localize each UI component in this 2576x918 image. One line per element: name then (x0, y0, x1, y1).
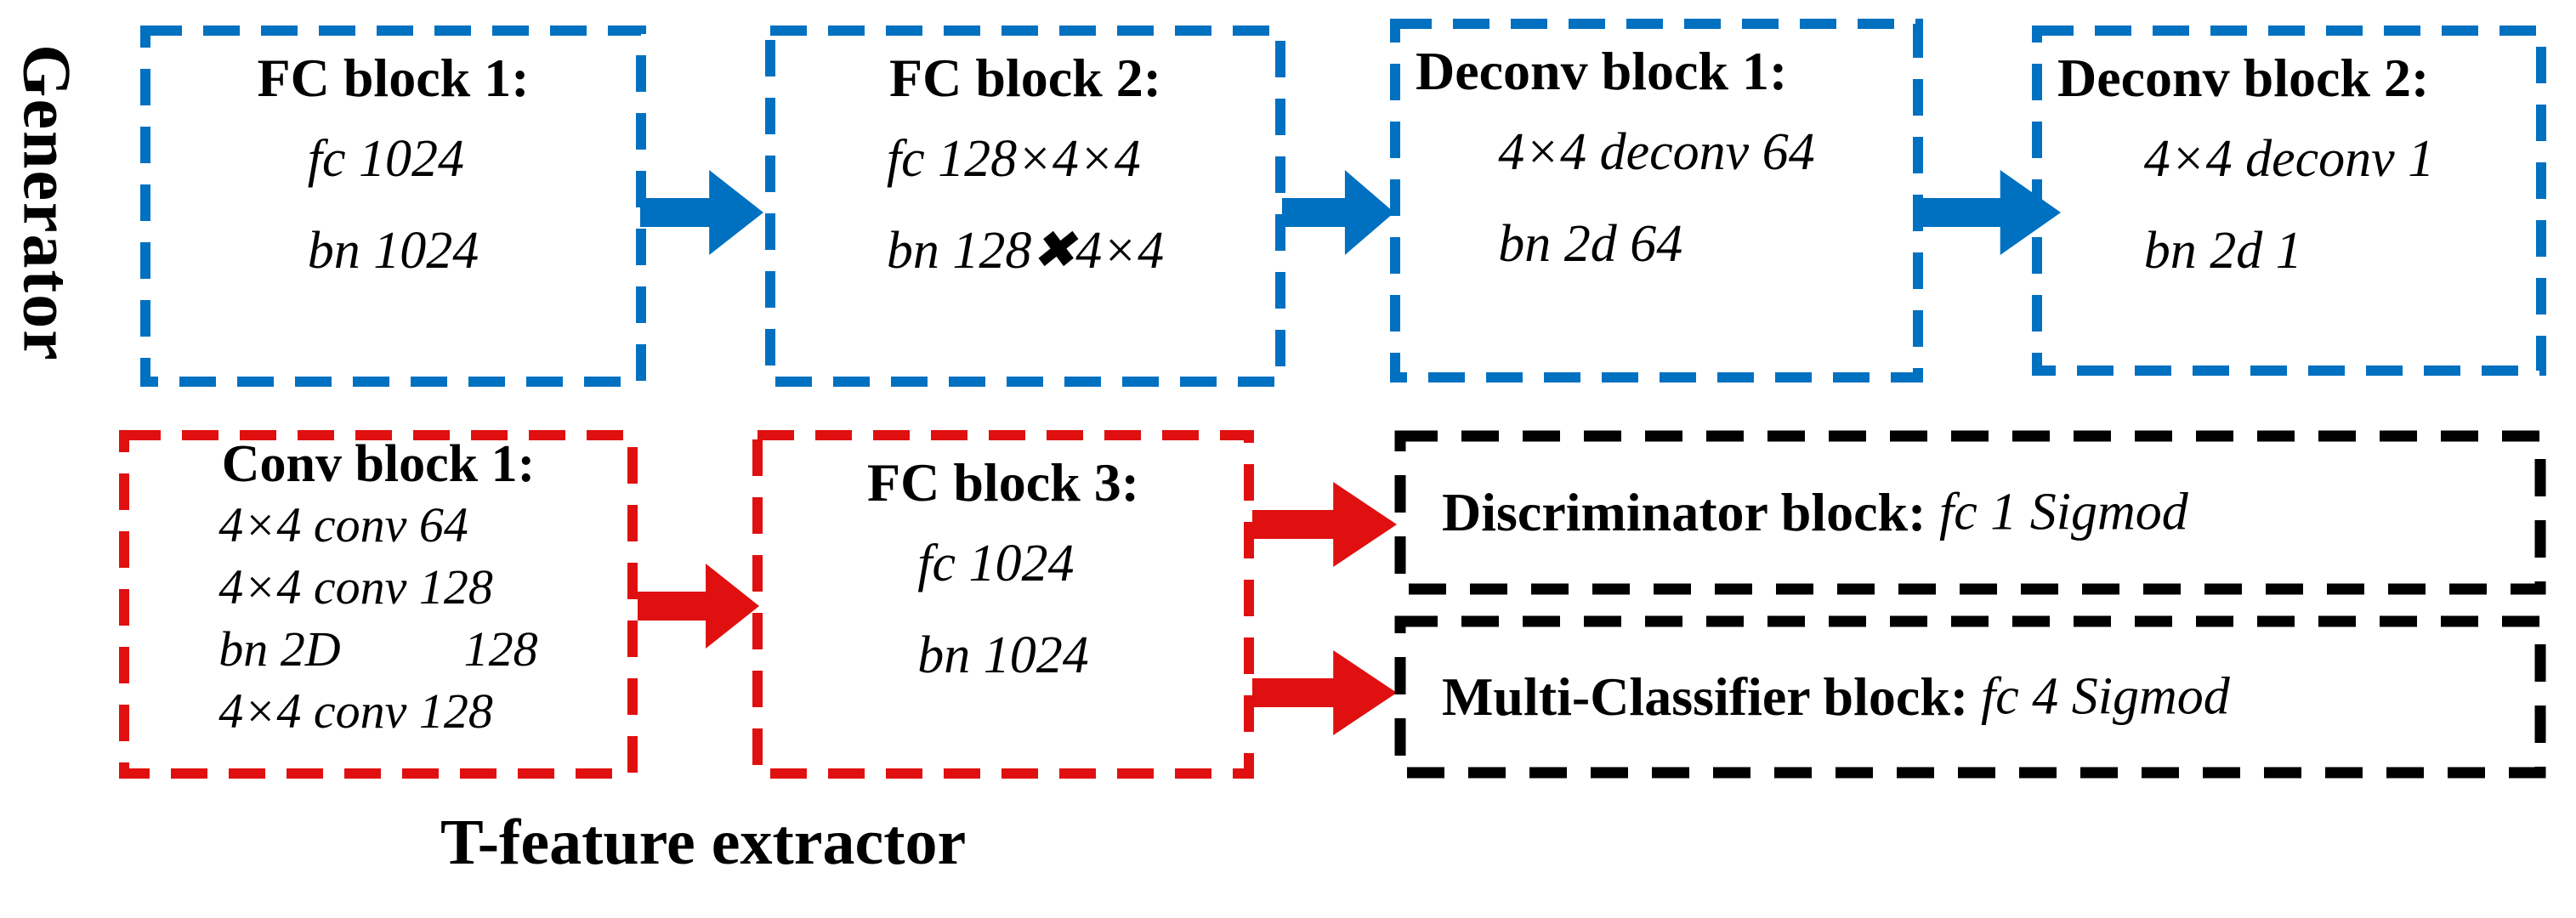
block-title: FC block 2: (889, 48, 1161, 108)
dashed-border-red (752, 430, 1254, 779)
block-specs: 4×4 conv 64 4×4 conv 128 bn 2D 128 4×4 c… (218, 494, 537, 742)
spec-line: bn 1024 (917, 626, 1089, 685)
deconv-block-1: Deconv block 1: 4×4 deconv 64 bn 2d 64 (1390, 19, 1923, 382)
arrow-fc3-to-multi-classifier (1252, 650, 1397, 735)
t-feature-extractor-label: T-feature extractor (440, 807, 967, 878)
arrow-fc2-to-deconv1 (1282, 170, 1394, 255)
spec-line: fc 1 Sigmod (1939, 483, 2188, 541)
spec-line: fc 4 Sigmod (1981, 667, 2230, 726)
spec-line: fc 1024 (917, 535, 1075, 593)
spec-line: 4×4 deconv 1 (2143, 130, 2435, 189)
spec-line: bn 2d 64 (1498, 215, 1683, 274)
spec-line: bn 2D 128 (218, 621, 538, 677)
spec-line: 4×4 conv 128 (218, 683, 493, 740)
conv-block-1: Conv block 1: 4×4 conv 64 4×4 conv 128 b… (119, 430, 638, 779)
spec-line: bn 2d 1 (2143, 222, 2302, 280)
generator-row-label: Generator (9, 44, 84, 362)
block-title: FC block 3: (867, 452, 1139, 513)
arrow-deconv1-to-deconv2 (1923, 170, 2061, 255)
fc-block-1: FC block 1: fc 1024 bn 1024 (140, 26, 646, 387)
dashed-border-black (1394, 430, 2546, 595)
arrow-fc1-to-fc2 (640, 170, 763, 255)
block-title: Deconv block 1: (1416, 41, 1788, 101)
fc-block-2: FC block 2: fc 128×4×4 bn 128✖4×4 (765, 26, 1285, 387)
dashed-border-blue (765, 26, 1285, 387)
spec-line: bn 1024 (307, 222, 479, 280)
block-specs: 4×4 deconv 64 bn 2d 64 (1498, 106, 1814, 290)
spec-line: fc 1024 (307, 130, 464, 189)
block-title: FC block 1: (257, 48, 530, 108)
arrow-conv1-to-fc3 (638, 564, 759, 649)
block-specs: fc 1024 bn 1024 (917, 518, 1089, 701)
dashed-border-red (119, 430, 638, 779)
spec-line: 4×4 conv 128 (218, 559, 493, 615)
dashed-border-black (1394, 615, 2546, 779)
arrow-fc3-to-discriminator (1252, 482, 1397, 567)
deconv-block-2: Deconv block 2: 4×4 deconv 1 bn 2d 1 (2032, 26, 2546, 376)
block-title: Deconv block 2: (2057, 48, 2430, 108)
dashed-border-blue (2032, 26, 2546, 376)
block-specs: fc 1024 bn 1024 (308, 113, 479, 297)
spec-line: 4×4 deconv 64 (1498, 123, 1815, 182)
spec-line: fc 128×4×4 (886, 130, 1141, 189)
block-specs: fc 128×4×4 bn 128✖4×4 (887, 113, 1164, 297)
multi-classifier-block: Multi-Classifier block: fc 4 Sigmod (1394, 615, 2546, 779)
fc-block-3: FC block 3: fc 1024 bn 1024 (752, 430, 1254, 779)
block-title: Conv block 1: (221, 435, 536, 493)
block-specs: 4×4 deconv 1 bn 2d 1 (2144, 113, 2434, 297)
spec-line: 4×4 conv 64 (218, 497, 468, 553)
dashed-border-blue (1390, 19, 1923, 382)
block-title: Multi-Classifier block: (1442, 666, 1969, 727)
spec-line: bn 128✖4×4 (886, 222, 1165, 280)
block-title: Discriminator block: (1442, 482, 1926, 542)
discriminator-block: Discriminator block: fc 1 Sigmod (1394, 430, 2546, 595)
